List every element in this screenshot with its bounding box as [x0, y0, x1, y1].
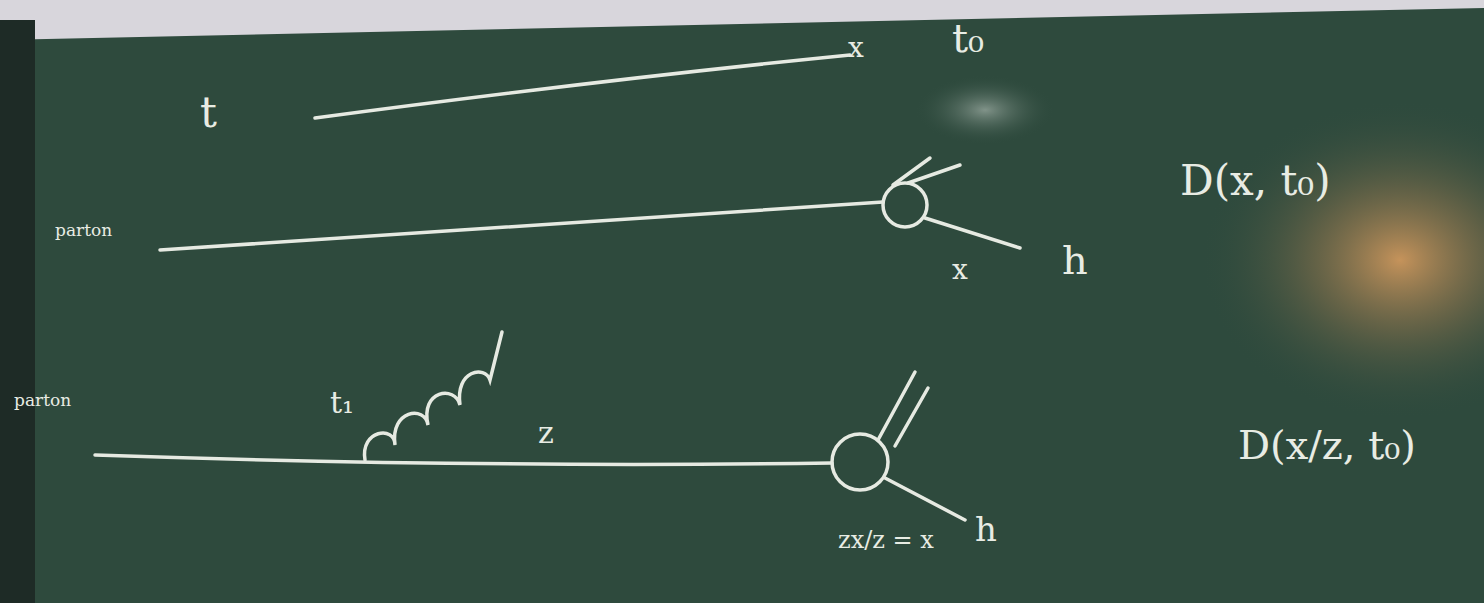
light-glare	[1200, 100, 1484, 420]
chalk-label: x	[952, 256, 968, 284]
chalk-lines	[95, 55, 1020, 520]
chalk-label: x	[848, 34, 864, 62]
time-axis-line	[315, 55, 850, 118]
board-frame	[0, 20, 35, 603]
outgoing-lines	[893, 158, 960, 185]
gluon-curl	[365, 332, 502, 460]
parton-line	[160, 202, 883, 250]
hadron-line	[925, 218, 1020, 248]
fragmentation-blob	[832, 434, 888, 490]
chalk-smudge	[915, 75, 1055, 145]
chalk-label: zx/z = x	[838, 528, 934, 552]
chalk-label: t	[200, 92, 217, 134]
chalk-label: h	[975, 512, 997, 546]
chalk-label: t₁	[330, 388, 354, 418]
wall-strip	[0, 0, 1484, 40]
chalk-label: parton	[14, 392, 71, 409]
parton-line	[95, 455, 832, 464]
chalk-label: h	[1062, 240, 1088, 280]
chalk-label: z	[538, 418, 554, 448]
chalk-label: t₀	[952, 18, 984, 58]
chalk-label: D(x/z, t₀)	[1238, 425, 1416, 465]
outgoing-lines	[878, 372, 928, 446]
fragmentation-blob	[883, 183, 927, 227]
chalk-label: parton	[55, 222, 112, 239]
hadron-line	[885, 478, 965, 520]
chalk-label: D(x, t₀)	[1180, 160, 1331, 202]
